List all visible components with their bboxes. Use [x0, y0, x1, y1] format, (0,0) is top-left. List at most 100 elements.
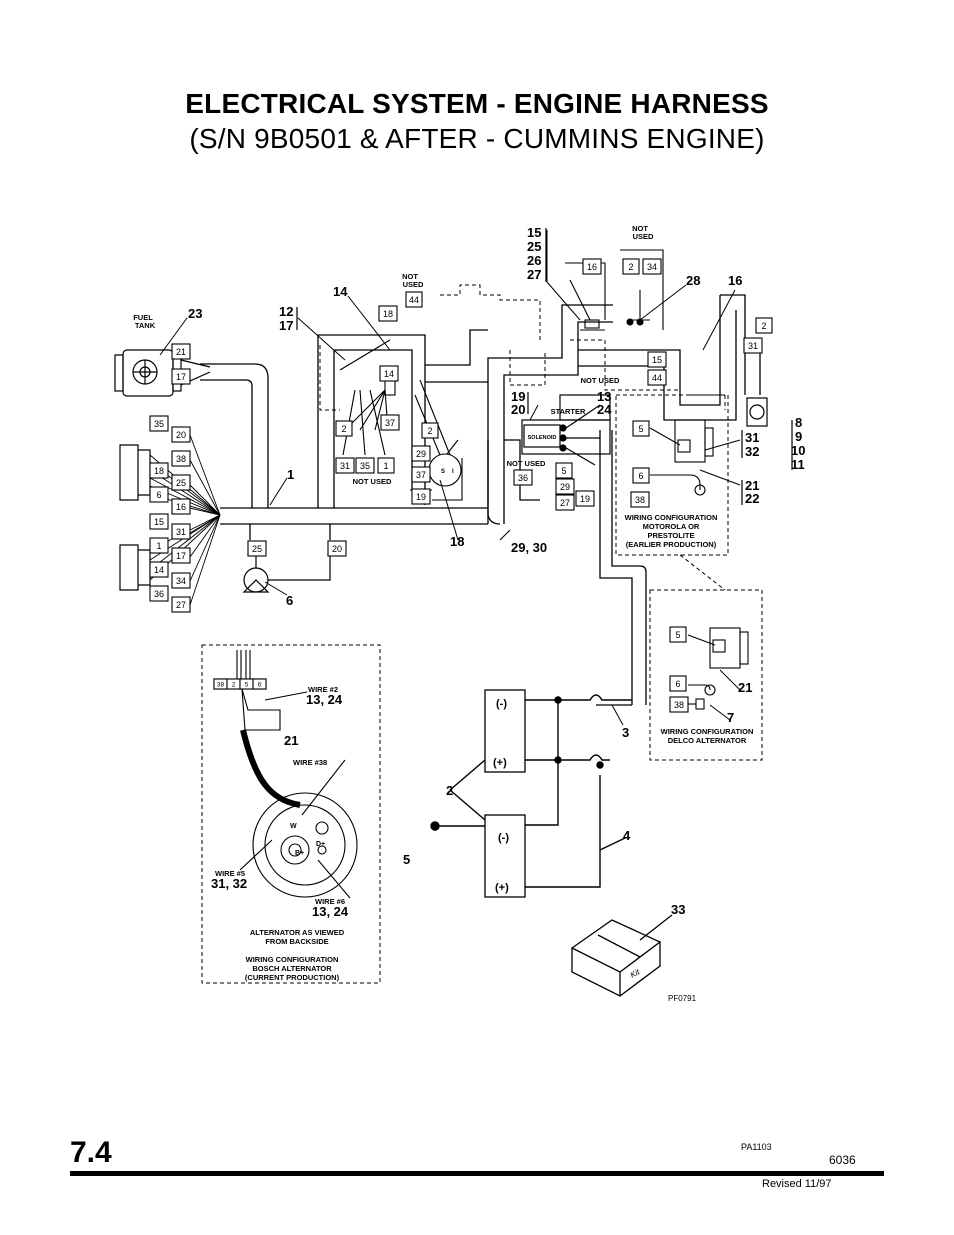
battery-lower-pos: (+) — [495, 882, 509, 894]
doc-number: 6036 — [829, 1153, 856, 1167]
wire-number-box: 31 — [743, 337, 763, 354]
wire-number: 6 — [258, 682, 262, 689]
wire-number-box: 5 — [632, 420, 650, 437]
callout-26: 26 — [527, 253, 541, 268]
connector-left-lower — [119, 544, 151, 591]
wire-number-frame — [379, 365, 399, 382]
solenoid-label: SOLENOID — [528, 435, 557, 441]
callout-8: 8 — [795, 415, 802, 430]
callout-31: 31 — [745, 430, 759, 445]
battery-lower-neg: (-) — [498, 832, 509, 844]
wire-number-frame — [252, 678, 267, 690]
wire5-label: WIRE #5 — [215, 869, 245, 878]
wire-number: 31 — [748, 341, 758, 351]
callout-brackets — [296, 228, 793, 505]
wire-number: 34 — [647, 262, 657, 272]
page-number: 7.4 — [70, 1136, 112, 1169]
wire-number: 31 — [340, 461, 350, 471]
battery-upper — [484, 689, 526, 773]
wire-number-frame — [149, 415, 169, 432]
wire2-label: WIRE #2 — [308, 685, 338, 694]
page-subtitle: (S/N 9B0501 & AFTER - CUMMINS ENGINE) — [189, 123, 765, 154]
wire-number-box: 36 — [513, 469, 533, 486]
battery-cables — [430, 694, 632, 888]
right-sensor — [746, 397, 768, 427]
footer-rule — [70, 1171, 884, 1176]
wire-number: 5 — [561, 466, 566, 476]
wire-leader-lines — [159, 230, 741, 726]
callout-2: 2 — [446, 783, 453, 798]
wire-number-frame — [743, 337, 763, 354]
wire-number-frame — [171, 498, 191, 515]
not-used-top-4: USED — [633, 232, 654, 241]
revised-date: Revised 11/97 — [762, 1178, 832, 1190]
motorola-label-3: PRESTOLITE — [648, 531, 695, 540]
bosch-alternator — [213, 650, 358, 899]
wire-number-frame — [171, 596, 191, 613]
starter-label: STARTER — [551, 407, 586, 416]
starter-solenoid — [521, 394, 611, 466]
callout-31-32: 31, 32 — [211, 876, 247, 891]
wire-number: 18 — [383, 309, 393, 319]
callout-10: 10 — [791, 443, 805, 458]
alt-view-label-2: FROM BACKSIDE — [265, 937, 328, 946]
callout-24: 24 — [597, 402, 612, 417]
diagram-labels: FUEL TANK NOT USED NOT USED NOT USED NOT… — [133, 224, 753, 1003]
callout-22: 22 — [745, 491, 759, 506]
wire-number: 37 — [385, 418, 395, 428]
callout-11: 11 — [791, 457, 805, 472]
wire-number-frame — [647, 369, 667, 386]
connector-left-upper — [119, 444, 151, 501]
wire-number: 16 — [176, 502, 186, 512]
wire-number: 17 — [176, 551, 186, 561]
wire-number-box: 6 — [149, 486, 169, 503]
wire-number-box: 6 — [669, 675, 687, 692]
wire-number-box: 25 — [247, 540, 267, 557]
wire-number-box: 35 — [355, 457, 375, 474]
wire-number-frame — [149, 561, 169, 578]
wire-number-box: 2 — [226, 678, 241, 690]
top-sensors — [565, 249, 664, 331]
delco-label-2: DELCO ALTERNATOR — [668, 736, 747, 745]
wire-number: 37 — [416, 470, 426, 480]
wire-number-frame — [355, 457, 375, 474]
callout-27: 27 — [527, 267, 541, 282]
wire-number-frame — [171, 474, 191, 491]
wire-number-frame — [405, 291, 423, 308]
wire-number-frame — [171, 450, 191, 467]
wire-number: 25 — [252, 544, 262, 554]
callout-15: 15 — [527, 225, 541, 240]
wire-number-frame — [647, 351, 667, 368]
callout-13-24-a: 13, 24 — [306, 692, 343, 707]
callout-6: 6 — [286, 593, 293, 608]
wire-number: 18 — [154, 466, 164, 476]
fuel-tank-label: FUEL — [133, 313, 153, 322]
motorola-label-2: MOTOROLA OR — [643, 522, 700, 531]
wire-number-box: 34 — [642, 258, 662, 275]
wire-number: 15 — [652, 355, 662, 365]
wire-number: 2 — [427, 426, 432, 436]
callout-7: 7 — [727, 710, 734, 725]
alt-view-label-1: ALTERNATOR AS VIEWED — [250, 928, 345, 937]
wire-number: 2 — [761, 321, 766, 331]
terminal-s: S — [441, 469, 445, 475]
wire-number: 20 — [332, 544, 342, 554]
wire6-label: WIRE #6 — [315, 897, 345, 906]
wire-number: 14 — [154, 565, 164, 575]
wire-number: 29 — [560, 482, 570, 492]
wire-number-box: 1 — [149, 537, 169, 554]
wire-number-box: 16 — [171, 498, 191, 515]
wire-number: 36 — [518, 473, 528, 483]
wire-number-frame — [411, 445, 431, 462]
wire-number-frame — [327, 540, 347, 557]
callout-25: 25 — [527, 239, 541, 254]
wire-number-frame — [171, 343, 191, 360]
wire-number-frame — [377, 457, 395, 474]
wire38-label: WIRE #38 — [293, 758, 327, 767]
callout-9: 9 — [795, 429, 802, 444]
wire-number-frame — [555, 478, 575, 495]
wire-number-box: 21 — [171, 343, 191, 360]
wire-number-box: 2 — [421, 422, 439, 439]
wire-number-frame — [421, 422, 439, 439]
